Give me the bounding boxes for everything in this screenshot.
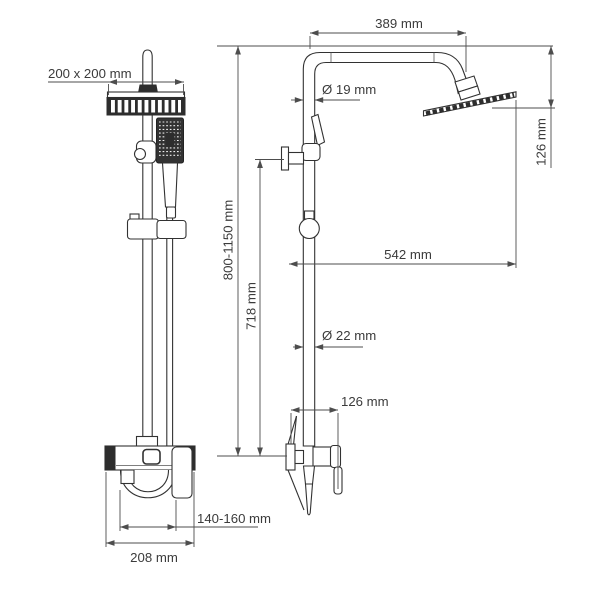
- slider-bracket-front: [126, 213, 187, 240]
- dim-arm-length: 389 mm: [375, 16, 423, 31]
- front-view: 200 x 200 mm 140-160 mm 208 mm: [48, 49, 271, 565]
- dim-head-size: 200 x 200 mm: [48, 66, 132, 81]
- mixer-front: [104, 435, 196, 499]
- dim-bracket-height: 718 mm: [244, 282, 259, 330]
- rain-shower-head-front: [106, 91, 186, 116]
- side-view: 389 mm Ø 19 mm 126 mm 800-1150 mm 718 m: [217, 16, 555, 516]
- dim-head-reach: 542 mm: [384, 247, 432, 262]
- wall-bracket-side: [280, 146, 305, 171]
- dim-mixer-depth: 126 mm: [341, 394, 389, 409]
- rain-shower-head-side: [422, 91, 517, 117]
- front-view-dimensions: 200 x 200 mm 140-160 mm 208 mm: [48, 66, 271, 565]
- dim-base-width: 208 mm: [130, 550, 178, 565]
- dim-head-offset: 126 mm: [534, 118, 549, 166]
- side-column-and-arm: [302, 51, 481, 447]
- dim-spout-reach: 140-160 mm: [197, 511, 271, 526]
- dim-lower-pipe-diameter: Ø 22 mm: [322, 328, 376, 343]
- dim-pipe-diameter: Ø 19 mm: [322, 82, 376, 97]
- dim-height-range: 800-1150 mm: [221, 200, 236, 280]
- side-view-dimensions: 389 mm Ø 19 mm 126 mm 800-1150 mm 718 m: [217, 16, 555, 489]
- diverter-knob-side: [298, 210, 320, 240]
- hand-shower-front: [156, 117, 184, 219]
- riser-ball-joint: [133, 140, 157, 164]
